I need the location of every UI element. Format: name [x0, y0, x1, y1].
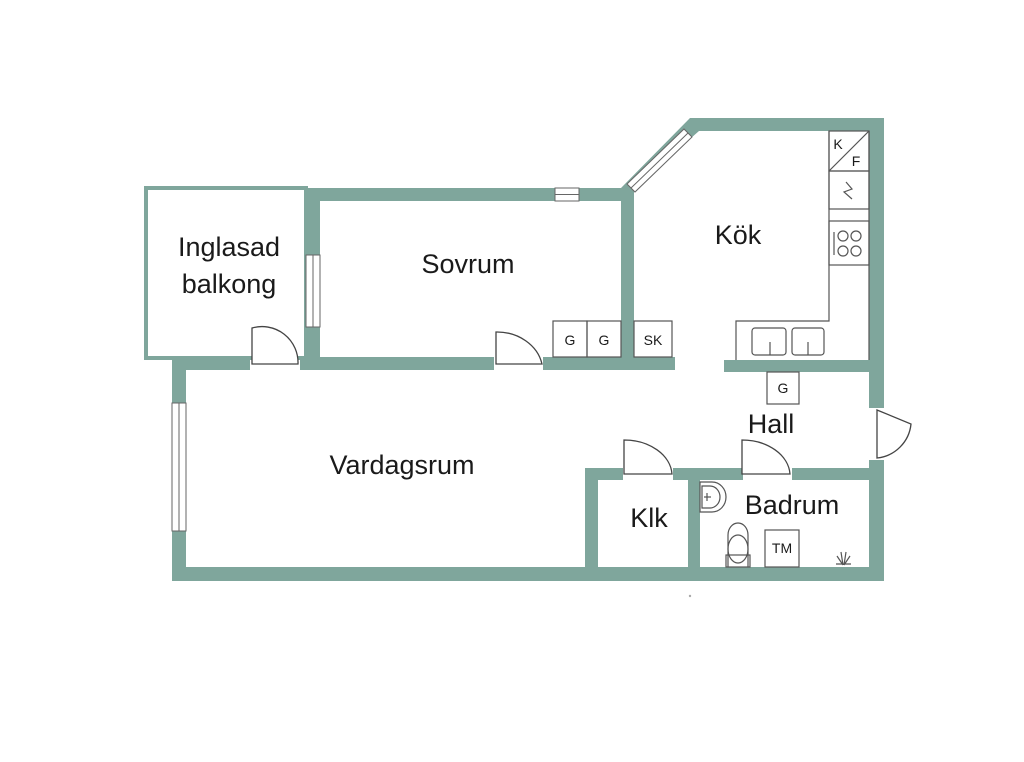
fixture-label-washer: TM: [772, 540, 792, 556]
room-label-balcony-line2: balkong: [182, 269, 277, 299]
fixture-label-cabinet-sk: SK: [644, 332, 663, 348]
room-label-living: Vardagsrum: [329, 450, 474, 480]
bedroom-door: [495, 331, 543, 365]
kitchen-counter: [735, 130, 870, 360]
sink-icon: [751, 327, 787, 356]
fixture-label-freezer: F: [852, 153, 861, 169]
shower-icon: [836, 551, 851, 566]
dot-mark: [688, 594, 692, 598]
walls: [172, 118, 884, 581]
dishwasher-icon: [842, 181, 854, 200]
room-label-balcony-line1: Inglasad: [178, 232, 280, 262]
fixture-label-wardrobe-1: G: [565, 332, 576, 348]
balcony-door: [251, 325, 299, 365]
washbasin-icon: [699, 481, 727, 513]
room-label-hall: Hall: [748, 409, 795, 439]
bedroom-storage: [552, 320, 673, 358]
hall-wardrobe-box: [766, 371, 800, 405]
room-label-closet: Klk: [630, 503, 668, 533]
doors: [251, 325, 912, 475]
fixture-label-wardrobe-2: G: [599, 332, 610, 348]
room-label-kitchen: Kök: [715, 220, 762, 250]
room-label-bedroom: Sovrum: [421, 249, 514, 279]
closet-door: [623, 439, 673, 475]
washer-box: [764, 529, 800, 568]
fixture-label-fridge: K: [833, 136, 843, 152]
toilet-icon: [727, 522, 749, 567]
entrance-door: [876, 409, 912, 459]
stove-icon: [837, 230, 849, 242]
room-label-bathroom: Badrum: [745, 490, 840, 520]
fixture-label-hall-wardrobe: G: [778, 380, 789, 396]
windows: [171, 128, 693, 532]
bathroom-fixtures: [699, 481, 851, 568]
bathroom-door: [741, 439, 791, 475]
